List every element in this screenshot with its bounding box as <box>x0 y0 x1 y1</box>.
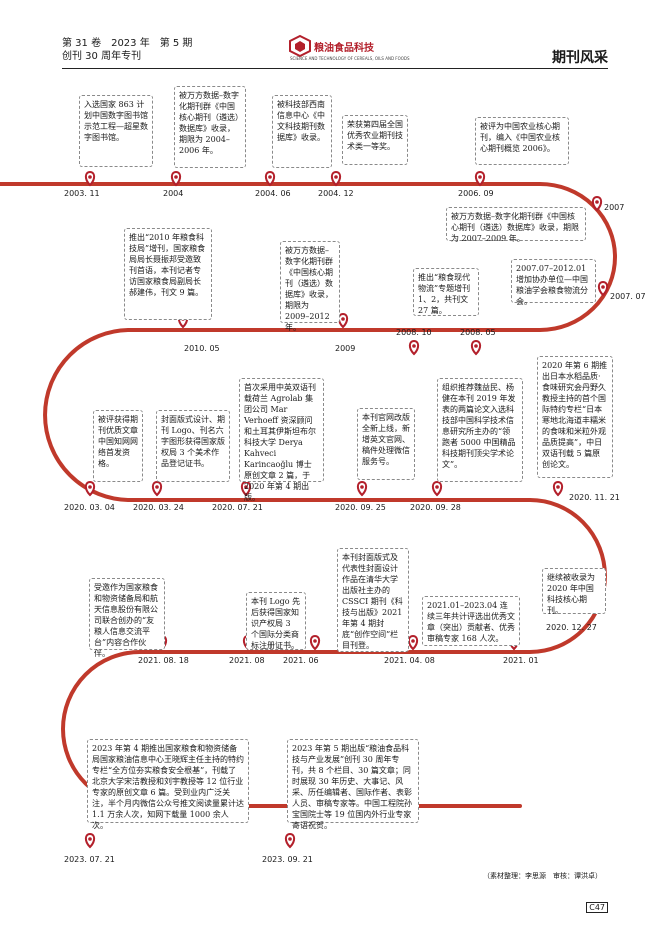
timeline-marker-icon <box>337 312 349 329</box>
special-issue-line: 创刊 30 周年专刊 <box>62 51 142 62</box>
event-box-2006-09: 被评为中国农业核心期刊，编入《中国农业核心期刊概览 2006》。 <box>475 117 569 165</box>
section-title: 期刊风采 <box>552 50 608 66</box>
issue-info: 第 31 卷 2023 年 第 5 期 创刊 30 周年专刊 <box>62 37 192 63</box>
date-2021-01: 2021. 01 <box>503 656 539 665</box>
timeline-marker-icon <box>552 480 564 497</box>
event-box-2020-03-24: 封面版式设计、期刊 Logo、刊名六字图形获得国家版权局 3 个美术作品登记证书… <box>156 410 230 482</box>
event-box-2004: 被万方数据–数字化期刊群《中国核心期刊（遴选）数据库》收录，期限为 2004–2… <box>174 86 246 168</box>
timeline-marker-icon <box>170 170 182 187</box>
event-box-2020-09-25: 本刊官网改版全新上线，新增英文官网、稿件处理微信服务号。 <box>357 408 415 480</box>
event-box-2020-03-04: 被评获得期刊优质文章中国知网网络首发资格。 <box>93 410 143 482</box>
header-rule <box>62 68 608 69</box>
date-2023-09-21: 2023. 09. 21 <box>262 855 313 864</box>
timeline-marker-icon <box>151 480 163 497</box>
timeline-marker-icon <box>470 339 482 356</box>
timeline-marker-icon <box>84 170 96 187</box>
date-2007: 2007 <box>604 203 625 212</box>
date-2020-03-04: 2020. 03. 04 <box>64 503 115 512</box>
issue-line: 第 31 卷 2023 年 第 5 期 <box>62 38 193 49</box>
date-2020-12-27: 2020. 12. 27 <box>546 623 597 632</box>
date-2010-05: 2010. 05 <box>184 344 220 353</box>
timeline-marker-icon <box>597 280 609 297</box>
event-box-2020-12-27: 继续被收录为 2020 年中国科技核心期刊。 <box>542 568 606 615</box>
logo-emblem-icon <box>289 34 311 58</box>
date-2006-09: 2006. 09 <box>458 189 494 198</box>
date-2023-07-21: 2023. 07. 21 <box>64 855 115 864</box>
credit-line: （素材整理：李思源 审核：谭洪卓） <box>483 872 602 880</box>
date-2003-11: 2003. 11 <box>64 189 100 198</box>
event-box-2007-07: 2007.07–2012.01 增加协办单位—中国粮油学会粮食物流分会。 <box>511 259 596 306</box>
date-2020-09-28: 2020. 09. 28 <box>410 503 461 512</box>
event-box-2010-05: 推出“2010 年粮食科技局”增刊，国家粮食局局长聂振邦受邀致刊首语，本刊记者专… <box>124 228 212 320</box>
date-2020-03-24: 2020. 03. 24 <box>133 503 184 512</box>
date-2008-10: 2008. 10 <box>396 328 432 337</box>
date-2007-07: 2007. 07 <box>610 292 646 301</box>
logo-title: 粮油食品科技 <box>314 43 374 54</box>
timeline-marker-icon <box>84 480 96 497</box>
date-2020-11-21: 2020. 11. 21 <box>569 493 620 502</box>
timeline-marker-icon <box>474 170 486 187</box>
event-box-2021-01: 2021.01–2023.04 连续三年共计评选出优秀文章（突出）贡献者、优秀审… <box>422 596 520 646</box>
event-box-2004-12: 荣获第四届全国优秀农业期刊技术类一等奖。 <box>342 115 408 165</box>
logo-subtitle: SCIENCE AND TECHNOLOGY OF CEREALS, OILS … <box>290 56 410 61</box>
timeline-marker-icon <box>240 480 252 497</box>
event-box-2004-06: 被科技部西南信息中心《中文科技期刊数据库》收录。 <box>272 95 332 168</box>
timeline-marker-icon <box>408 339 420 356</box>
timeline-marker-icon <box>407 634 419 651</box>
event-box-2009: 被万方数据–数字化期刊群《中国核心期刊（遴选）数据库》收录，期限为 2009–2… <box>280 241 340 332</box>
timeline-path <box>0 182 617 808</box>
event-box-2003-11: 入选国家 863 计划中国数字图书馆示范工程—超星数字图书馆。 <box>79 95 153 167</box>
event-box-2008-05: 推出“粮食现代物流”专题增刊 1、2，共刊文 27 篇。 <box>413 268 479 316</box>
event-box-2021-06: 本刊 Logo 先后获得国家知识产权局 3 个国际分类商标注册证书。 <box>246 592 306 650</box>
timeline-marker-icon <box>84 832 96 849</box>
date-2009: 2009 <box>335 344 356 353</box>
date-2021-04-08: 2021. 04. 08 <box>384 656 435 665</box>
journal-logo: 粮油食品科技 SCIENCE AND TECHNOLOGY OF CEREALS… <box>288 34 410 69</box>
event-box-2023-07-21: 2023 年第 4 期推出国家粮食和物资储备局国家粮油信息中心王晓辉主任主持的特… <box>87 739 249 830</box>
date-2004-06: 2004. 06 <box>255 189 291 198</box>
event-box-2023-09-21: 2023 年第 5 期出版“粮油食品科技与产业发展”创刊 30 周年专刊，共 8… <box>287 739 419 830</box>
timeline-marker-icon <box>431 480 443 497</box>
date-2020-07-21: 2020. 07. 21 <box>212 503 263 512</box>
timeline-marker-icon <box>591 195 603 212</box>
page-number: C47 <box>586 902 608 913</box>
event-box-2020-09-28: 组织推荐魏益民、杨健在本刊 2019 年发表的两篇论文入选科技部中国科学技术信息… <box>437 378 523 482</box>
event-box-2021-08-18: 受邀作为国家粮食和物资储备局和航天信息股份有限公司联合创办的“友粮人信息交流平台… <box>89 578 165 658</box>
event-box-2007: 被万方数据–数字化期刊群《中国核心期刊（遴选）数据库》收录，期限为 2007–2… <box>446 207 586 243</box>
timeline-marker-icon <box>309 634 321 651</box>
timeline-marker-icon <box>264 170 276 187</box>
event-box-2020-11-21: 2020 年第 6 期推出日本水稻品质·食味研究会丹野久教授主持的首个国际特约专… <box>537 356 613 478</box>
event-box-2020-07-21: 首次采用中英双语刊载荷兰 Agrolab 集团公司 Mar Verhoeff 资… <box>239 378 324 502</box>
event-box-2021-04-08: 本刊封面版式及代表性封面设计作品在清华大学出版社主办的 CSSCI 期刊《科技与… <box>337 548 409 652</box>
date-2004-12: 2004. 12 <box>318 189 354 198</box>
date-2008-05: 2008. 05 <box>460 328 496 337</box>
date-2021-08-18: 2021. 08. 18 <box>138 656 189 665</box>
date-2004: 2004 <box>163 189 184 198</box>
date-2020-09-25: 2020. 09. 25 <box>335 503 386 512</box>
timeline-marker-icon <box>330 170 342 187</box>
date-2021-08: 2021. 08 <box>229 656 265 665</box>
timeline-marker-icon <box>284 832 296 849</box>
timeline-marker-icon <box>356 480 368 497</box>
date-2021-06: 2021. 06 <box>283 656 319 665</box>
